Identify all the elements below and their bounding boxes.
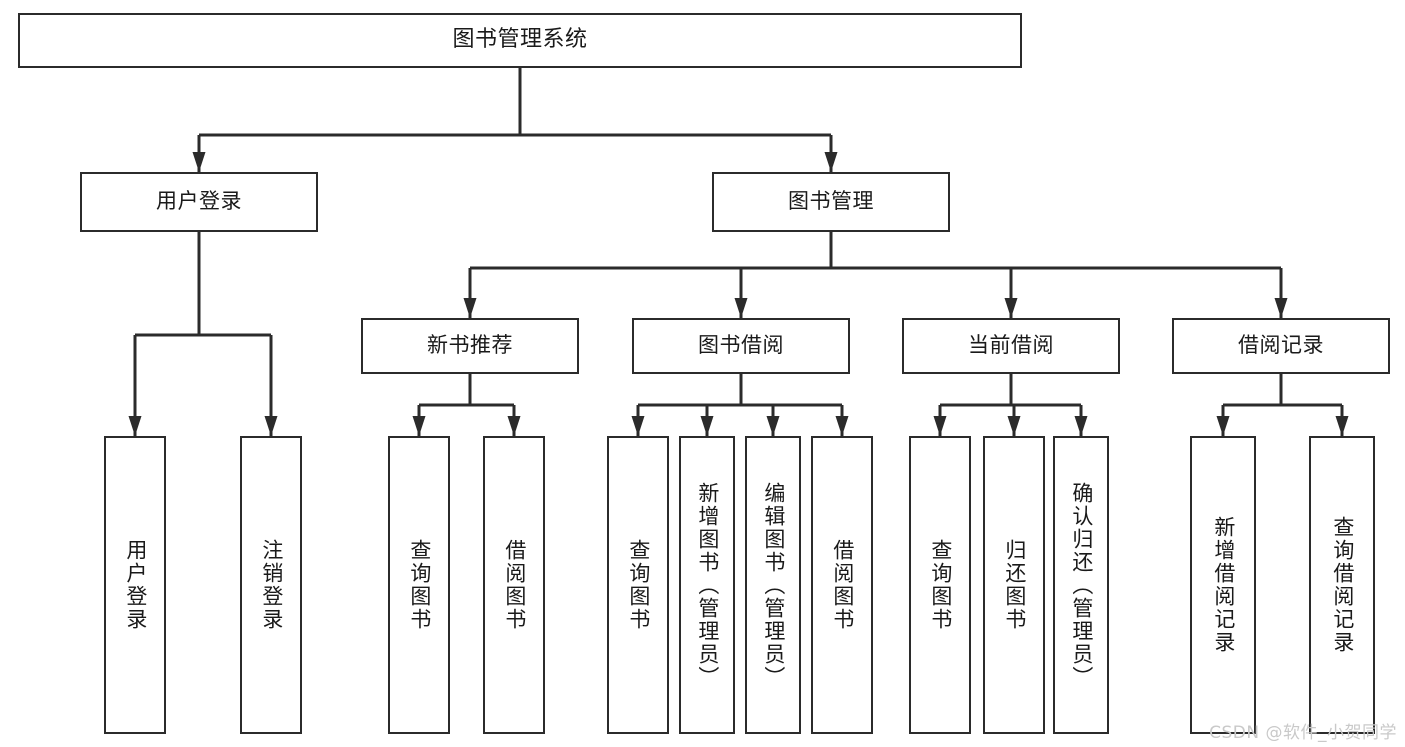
leaf-add-book-label: 新增图书（管理员） xyxy=(695,481,720,689)
leaf-borrow-book-1-label: 借阅图书 xyxy=(502,539,527,631)
leaf-query-book-3-label: 查询图书 xyxy=(928,539,953,631)
leaf-borrow-book-2-label: 借阅图书 xyxy=(830,539,855,631)
leaf-query-book-3[interactable]: 查询图书 xyxy=(909,436,971,734)
node-root-label: 图书管理系统 xyxy=(452,27,588,53)
node-book-borrow[interactable]: 图书借阅 xyxy=(632,318,850,374)
leaf-user-login-label: 用户登录 xyxy=(123,539,148,631)
leaf-edit-book[interactable]: 编辑图书（管理员） xyxy=(745,436,801,734)
leaf-add-record-label: 新增借阅记录 xyxy=(1211,516,1236,654)
leaf-logout[interactable]: 注销登录 xyxy=(240,436,302,734)
node-book-borrow-label: 图书借阅 xyxy=(698,333,784,358)
leaf-query-book-1-label: 查询图书 xyxy=(407,539,432,631)
leaf-return-book-label: 归还图书 xyxy=(1002,539,1027,631)
node-book-manage[interactable]: 图书管理 xyxy=(712,172,950,232)
node-borrow-record-label: 借阅记录 xyxy=(1238,333,1324,358)
node-new-book-recommend[interactable]: 新书推荐 xyxy=(361,318,579,374)
leaf-add-book[interactable]: 新增图书（管理员） xyxy=(679,436,735,734)
leaf-query-book-2-label: 查询图书 xyxy=(626,539,651,631)
leaf-borrow-book-1[interactable]: 借阅图书 xyxy=(483,436,545,734)
node-user-login-label: 用户登录 xyxy=(156,189,242,214)
node-current-borrow-label: 当前借阅 xyxy=(968,333,1054,358)
leaf-query-record[interactable]: 查询借阅记录 xyxy=(1309,436,1375,734)
leaf-return-book[interactable]: 归还图书 xyxy=(983,436,1045,734)
leaf-user-login[interactable]: 用户登录 xyxy=(104,436,166,734)
leaf-logout-label: 注销登录 xyxy=(259,539,284,631)
leaf-query-book-1[interactable]: 查询图书 xyxy=(388,436,450,734)
leaf-borrow-book-2[interactable]: 借阅图书 xyxy=(811,436,873,734)
leaf-confirm-return-label: 确认归还（管理员） xyxy=(1069,481,1094,689)
node-borrow-record[interactable]: 借阅记录 xyxy=(1172,318,1390,374)
leaf-confirm-return[interactable]: 确认归还（管理员） xyxy=(1053,436,1109,734)
node-book-manage-label: 图书管理 xyxy=(788,189,874,214)
leaf-add-record[interactable]: 新增借阅记录 xyxy=(1190,436,1256,734)
node-current-borrow[interactable]: 当前借阅 xyxy=(902,318,1120,374)
watermark: CSDN @软件_小贺同学 xyxy=(1209,723,1397,743)
node-user-login[interactable]: 用户登录 xyxy=(80,172,318,232)
leaf-edit-book-label: 编辑图书（管理员） xyxy=(761,481,786,689)
node-new-book-recommend-label: 新书推荐 xyxy=(427,333,513,358)
leaf-query-record-label: 查询借阅记录 xyxy=(1330,516,1355,654)
node-root[interactable]: 图书管理系统 xyxy=(18,13,1022,68)
leaf-query-book-2[interactable]: 查询图书 xyxy=(607,436,669,734)
